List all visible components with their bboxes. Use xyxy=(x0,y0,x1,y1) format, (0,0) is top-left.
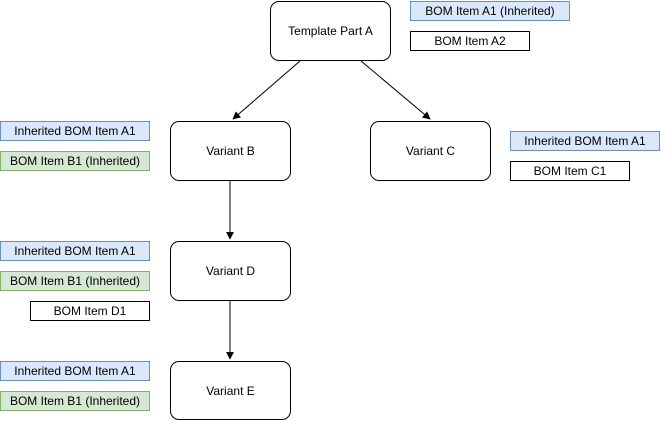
bom-tag-c-c1[interactable]: BOM Item C1 xyxy=(510,161,630,181)
node-variant-b[interactable]: Variant B xyxy=(170,121,291,181)
bom-tag-d-d1[interactable]: BOM Item D1 xyxy=(30,301,150,321)
node-variant-e[interactable]: Variant E xyxy=(170,361,291,420)
bom-tag-d-b1-inherited[interactable]: BOM Item B1 (Inherited) xyxy=(0,271,150,291)
bom-tag-c-inherited-a1[interactable]: Inherited BOM Item A1 xyxy=(510,131,660,151)
node-variant-c[interactable]: Variant C xyxy=(370,121,491,181)
bom-tag-b-inherited-a1[interactable]: Inherited BOM Item A1 xyxy=(0,121,150,141)
node-template-part-a[interactable]: Template Part A xyxy=(270,1,391,61)
edge-a-to-b xyxy=(232,60,301,120)
bom-tag-a-a1-inherited[interactable]: BOM Item A1 (Inherited) xyxy=(410,1,570,21)
node-variant-d[interactable]: Variant D xyxy=(170,241,291,301)
bom-tag-a-a2[interactable]: BOM Item A2 xyxy=(410,31,530,51)
bom-tag-b-b1-inherited[interactable]: BOM Item B1 (Inherited) xyxy=(0,151,150,171)
bom-tag-d-inherited-a1[interactable]: Inherited BOM Item A1 xyxy=(0,241,150,261)
bom-tag-e-b1-inherited[interactable]: BOM Item B1 (Inherited) xyxy=(0,391,150,411)
edge-a-to-c xyxy=(360,60,431,120)
bom-tag-e-inherited-a1[interactable]: Inherited BOM Item A1 xyxy=(0,361,150,381)
